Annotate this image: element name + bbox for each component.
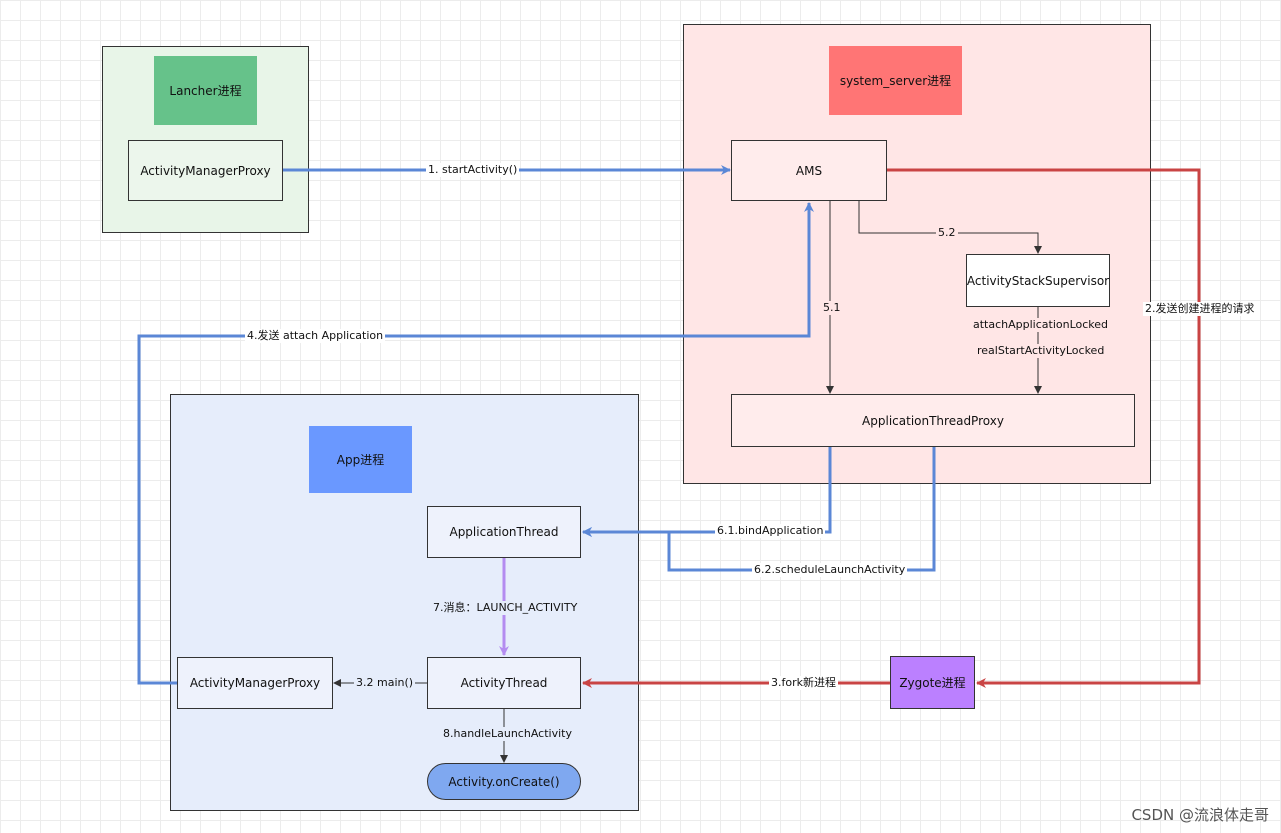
app-process-tag: App进程 xyxy=(309,426,412,493)
ams-node: AMS xyxy=(731,140,887,201)
launcher-activity-manager-proxy-node: ActivityManagerProxy xyxy=(128,140,283,201)
label-bind-application: 6.1.bindApplication xyxy=(715,524,826,538)
system-server-process-tag: system_server进程 xyxy=(829,46,962,115)
label-attach-application: 4.发送 attach Application xyxy=(245,329,386,343)
label-launch-activity-message: 7.消息：LAUNCH_ACTIVITY xyxy=(431,601,580,615)
watermark: CSDN @流浪体走哥 xyxy=(1131,806,1269,824)
edge-bind-application xyxy=(582,447,832,537)
label-5-1: 5.1 xyxy=(821,301,843,315)
label-attach-application-locked: attachApplicationLocked xyxy=(971,318,1111,332)
label-real-start-activity-locked: realStartActivityLocked xyxy=(975,344,1107,358)
activity-oncreate-node: Activity.onCreate() xyxy=(427,763,581,800)
edge-attach-application xyxy=(137,202,814,685)
activity-stack-supervisor-node: ActivityStackSupervisor xyxy=(966,254,1110,307)
application-thread-proxy-node: ApplicationThreadProxy xyxy=(731,394,1135,447)
label-start-activity: 1. startActivity() xyxy=(426,163,520,177)
edge-schedule-launch-activity xyxy=(582,447,936,572)
edge-create-process xyxy=(887,168,1201,688)
application-thread-node: ApplicationThread xyxy=(427,506,581,558)
label-create-process: 2.发送创建进程的请求 xyxy=(1143,302,1257,316)
label-schedule-launch-activity: 6.2.scheduleLaunchActivity xyxy=(752,563,908,577)
zygote-process-node: Zygote进程 xyxy=(890,656,975,709)
label-main: 3.2 main() xyxy=(354,676,416,690)
label-handle-launch-activity: 8.handleLaunchActivity xyxy=(441,727,574,741)
launcher-process-tag: Lancher进程 xyxy=(154,56,257,125)
label-fork: 3.fork新进程 xyxy=(769,676,838,690)
app-activity-manager-proxy-node: ActivityManagerProxy xyxy=(177,657,333,709)
activity-thread-node: ActivityThread xyxy=(427,657,581,709)
label-5-2: 5.2 xyxy=(936,226,958,240)
